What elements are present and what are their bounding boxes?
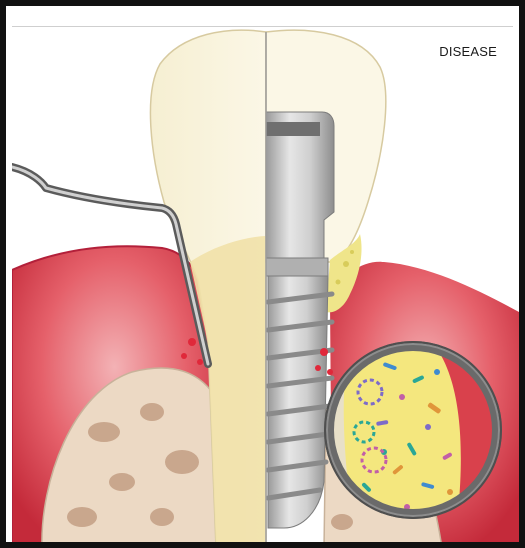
implant-screw [268, 276, 332, 528]
implant-abutment [266, 112, 334, 276]
dental-implant-illustration [12, 12, 525, 548]
